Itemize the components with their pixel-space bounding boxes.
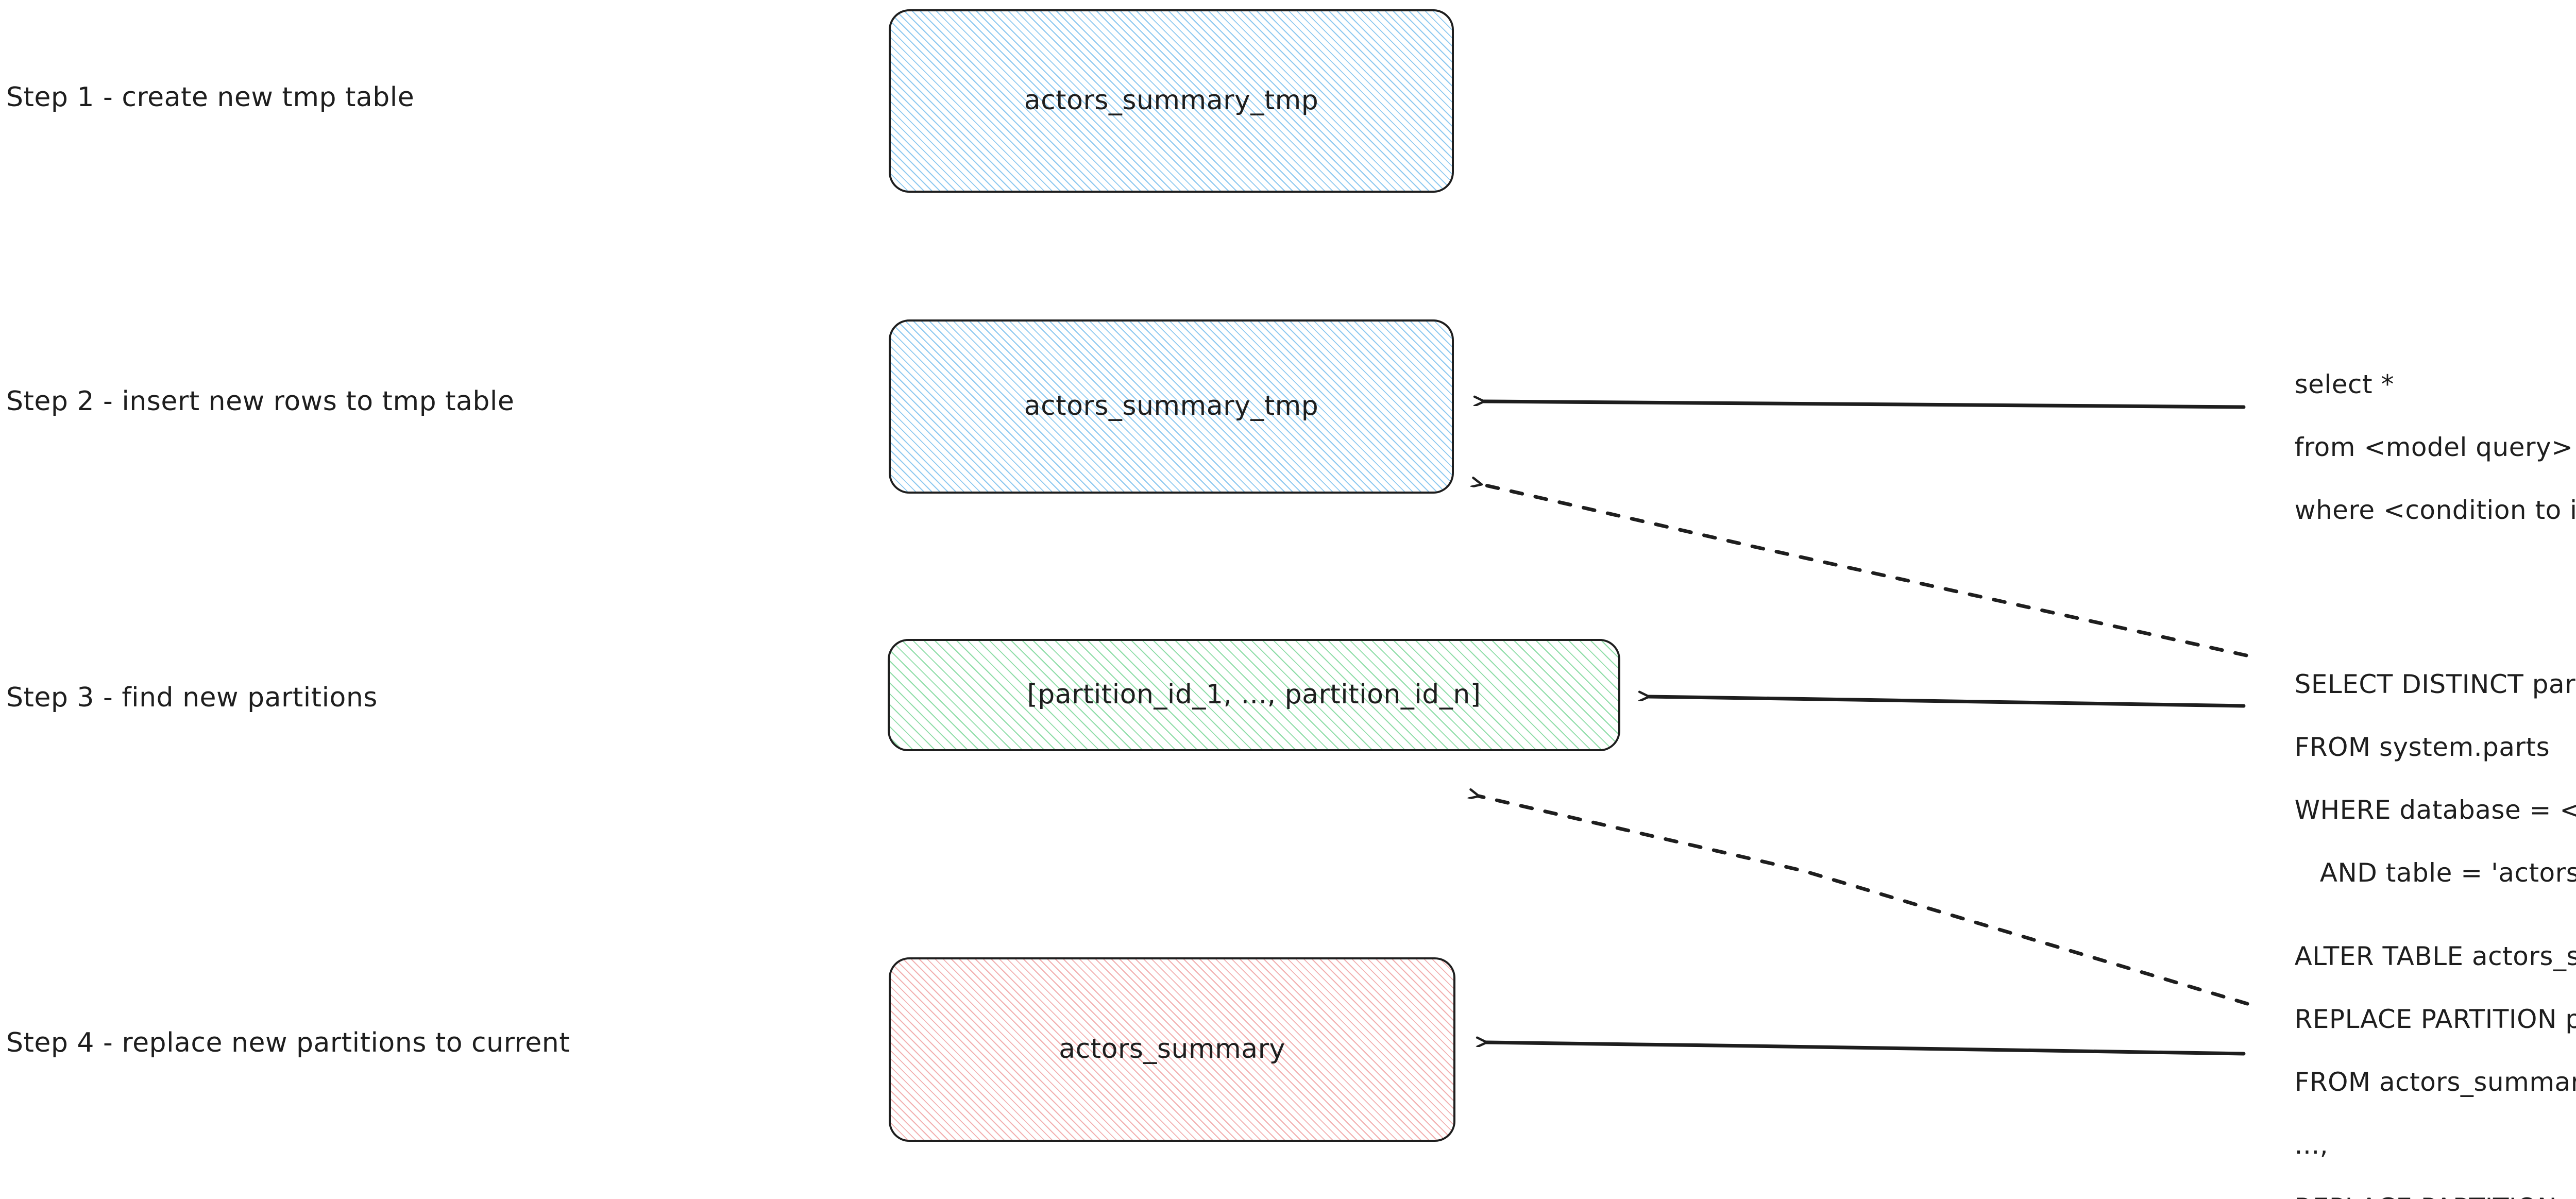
- step-label-1: Step 1 - create new tmp table: [6, 82, 415, 113]
- node-fill-hatch-green: [890, 641, 1618, 749]
- sql-line: from <model query>: [2294, 432, 2573, 462]
- step-label-3: Step 3 - find new partitions: [6, 682, 378, 713]
- sql-block-step3: SELECT DISTINCT partition_id FROM system…: [2261, 637, 2576, 920]
- node-label-partition-list: [partition_id_1, ..., partition_id_n]: [1027, 679, 1481, 711]
- arrow-sql4-to-partitions: [1479, 796, 2249, 1006]
- sql-line: where <condition to identify new>: [2294, 495, 2576, 525]
- node-target-table[interactable]: actors_summary: [889, 957, 1455, 1142]
- node-partition-list[interactable]: [partition_id_1, ..., partition_id_n]: [888, 639, 1620, 751]
- node-fill-hatch-blue: [891, 322, 1452, 492]
- sql-line: select *: [2294, 369, 2395, 399]
- sql-line: ALTER TABLE actors_summary: [2294, 941, 2576, 971]
- sql-block-step2: select * from <model query> where <condi…: [2261, 337, 2576, 558]
- node-tmp-table-step2[interactable]: actors_summary_tmp: [889, 319, 1454, 494]
- node-label-tmp-table-step1: actors_summary_tmp: [1024, 85, 1319, 116]
- sql-line: FROM system.parts: [2294, 732, 2550, 762]
- sql-line: REPLACE PARTITION partition_id_n: [2295, 1193, 2576, 1199]
- node-label-tmp-table-step2: actors_summary_tmp: [1024, 391, 1319, 422]
- sql-line: ...,: [2294, 1130, 2329, 1160]
- sql-block-step4: ALTER TABLE actors_summary REPLACE PARTI…: [2261, 909, 2576, 1199]
- node-label-target-table: actors_summary: [1059, 1034, 1285, 1065]
- sql-line: SELECT DISTINCT partition_id: [2294, 669, 2576, 699]
- arrow-sql3-to-partitions: [1649, 697, 2246, 708]
- arrow-partitions-to-tmp-table: [1481, 484, 2248, 657]
- sql-line: WHERE database = <database>: [2294, 795, 2576, 825]
- node-fill-hatch-pink: [891, 959, 1453, 1140]
- arrow-sql2-to-tmp-table: [1484, 401, 2246, 409]
- step-label-2: Step 2 - insert new rows to tmp table: [6, 386, 515, 417]
- sql-line: REPLACE PARTITION partition_id_1: [2294, 1004, 2576, 1034]
- arrow-sql4-to-target-table: [1486, 1042, 2246, 1056]
- node-fill-hatch-blue: [891, 11, 1452, 191]
- node-tmp-table-step1[interactable]: actors_summary_tmp: [889, 9, 1454, 193]
- step-label-4: Step 4 - replace new partitions to curre…: [6, 1027, 570, 1058]
- sql-line: FROM actors_summary_tmp,: [2294, 1067, 2576, 1097]
- sql-line: AND table = 'actors_summary_tmp': [2319, 858, 2576, 888]
